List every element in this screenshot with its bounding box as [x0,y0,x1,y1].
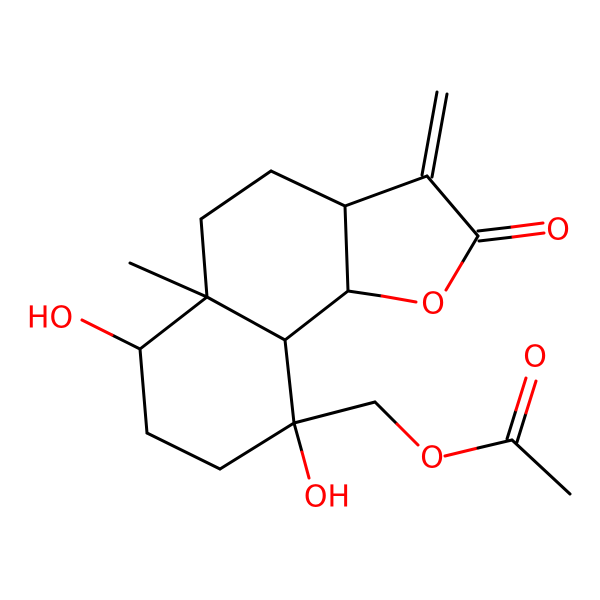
carbon-skeleton-bonds [128,90,572,496]
bond-c3a-c9b [343,204,350,293]
bond-cacyl-o-a-red [514,376,528,412]
bond-c6-c7 [138,347,149,435]
bond-c2-o-ketone-a [476,225,514,233]
bond-ch2-oester-red [395,422,420,447]
bond-c9-c9a [283,338,296,425]
bond-c9-ch2 [292,400,377,425]
bond-c3a-c4 [269,169,347,208]
atom-label-oh-bottom: OH [304,480,350,515]
bond-c5a-c9a [205,295,287,342]
bond-cacyl-o-b-red [524,379,538,415]
bond-c2-oring [460,234,480,265]
bond-oester-cacyl-red [443,446,480,458]
bond-c9-oh [292,421,304,454]
atom-label-o-ring: O [421,287,445,322]
bond-c5-c5a [199,217,209,299]
bond-c9-oh-red [300,450,311,480]
bond-c9b-oring [346,289,384,298]
bond-methyl [128,261,209,299]
bond-cacyl-o-a [505,408,518,441]
bond-c8-c9 [218,421,296,471]
bond-methylene-b [430,92,449,179]
bond-c9b-oring-red [380,294,418,304]
atom-label-ho-left: HO [27,301,73,336]
atom-labels: HO O O O O OH [27,213,570,515]
bond-c2-o-ketone-b-red [511,231,546,239]
bond-c9a-c9b [283,289,350,342]
bond-c5a-c6 [138,295,209,351]
atom-label-o-ketone: O [546,213,570,248]
bond-acetyl-methyl [510,438,572,496]
bond-c2-o-ketone-a-red [510,221,545,229]
bond-c6-oh [110,333,142,351]
bond-c3-c2 [425,174,480,238]
atom-label-o-ester: O [420,441,444,476]
bond-ch2-oester [373,400,399,426]
atom-label-o-acetyl-top: O [523,340,547,375]
bond-c2-oring-red [444,261,464,292]
bond-c4-c5 [199,169,273,221]
bond-c6-oh-red [80,318,114,337]
heteroatom-bonds [80,221,546,480]
bond-c3-c3a [343,174,429,208]
bond-c2-o-ketone-b [477,235,515,243]
bond-oester-cacyl [476,438,514,450]
bond-c7-c8 [145,431,222,471]
bond-methylene-a [420,90,439,177]
bond-cacyl-o-b [515,411,528,444]
